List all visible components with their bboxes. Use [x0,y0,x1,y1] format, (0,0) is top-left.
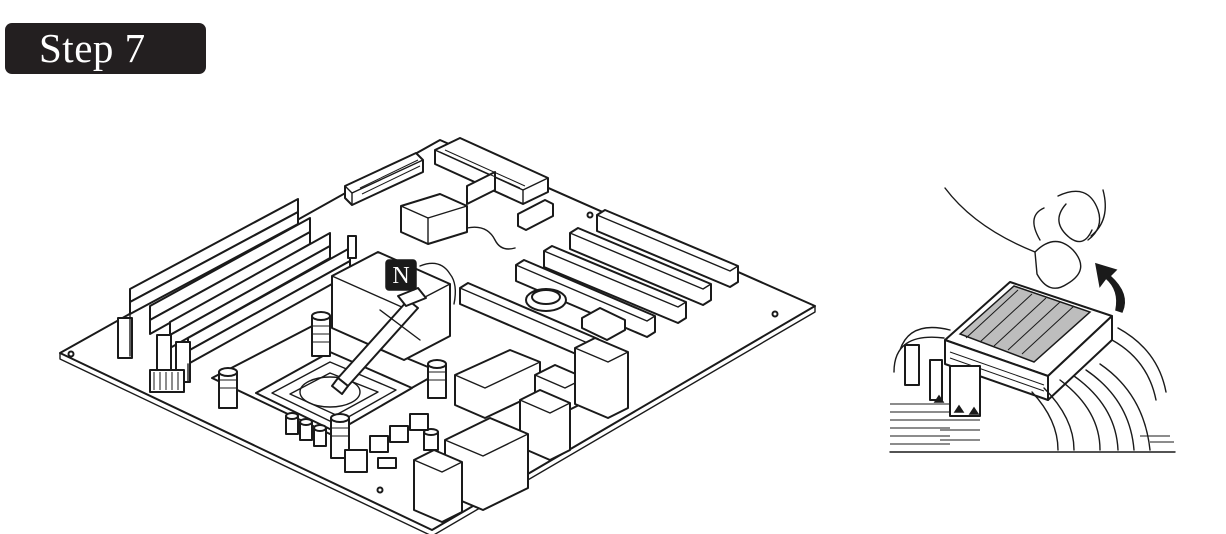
heatsink-peel-illustration [889,187,1176,453]
heatpipes [893,326,1167,451]
hand-outline [944,187,1106,289]
chipset-block [400,193,516,250]
rear-io-panel [413,337,629,523]
ram-modules [117,198,357,383]
cooler-label-badge [385,259,417,291]
fin-stack [889,344,1176,453]
protective-film [958,285,1092,363]
cmos-battery [525,288,567,312]
step-label: Step 7 [39,25,146,71]
heatsink-base [944,281,1113,401]
thermal-paste-syringe [331,287,427,395]
cooler-label: N [392,263,409,289]
motherboard-illustration: N [59,137,816,534]
expansion-slots [459,209,739,361]
backplate-standoffs [218,311,447,459]
step-badge: Step 7 [5,23,206,74]
peel-direction-arrow [1095,262,1125,313]
mounting-holes [67,211,779,494]
io-header-connectors [344,137,554,231]
cpu-cooler-block: N [331,251,457,395]
